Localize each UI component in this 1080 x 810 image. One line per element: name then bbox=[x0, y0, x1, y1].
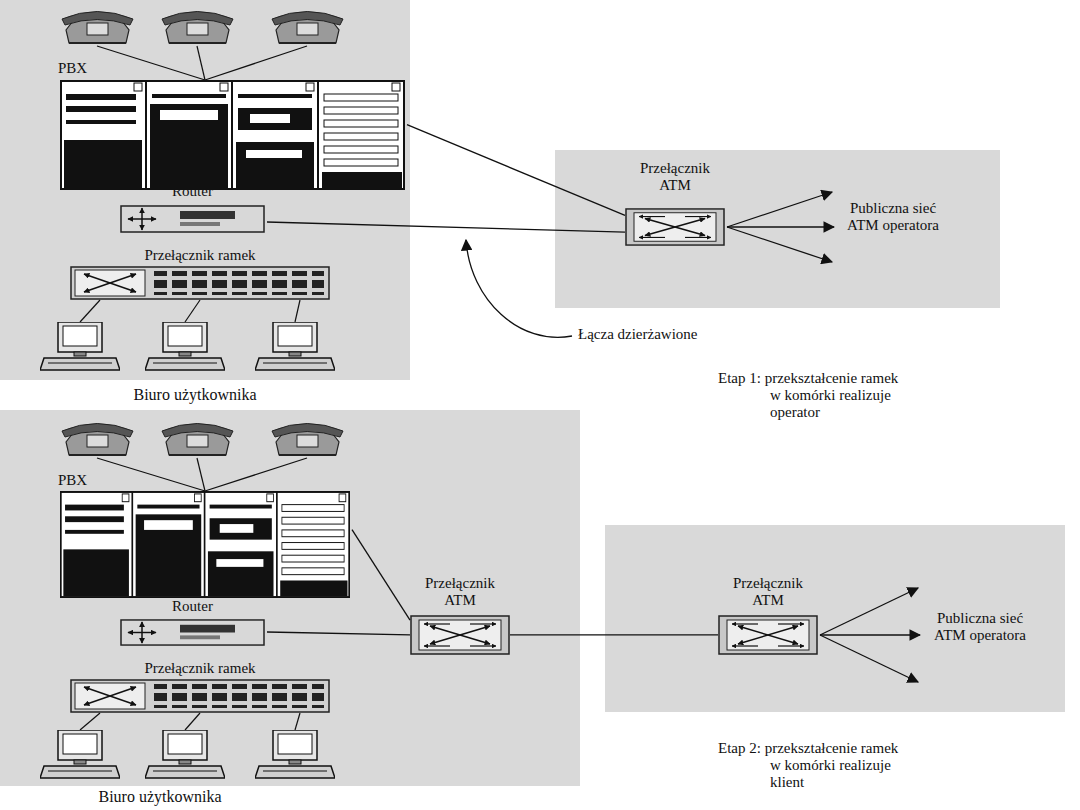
frame-switch-device bbox=[71, 267, 329, 299]
region-label: Publiczna sieć ATM operatora bbox=[930, 610, 1030, 644]
atm-switch-device bbox=[626, 209, 724, 245]
atm-switch-device bbox=[411, 616, 509, 654]
leased-line bbox=[510, 634, 718, 635]
operator-region: Publiczna sieć ATM operatora Przełącznik … bbox=[555, 150, 1000, 308]
region-label: Biuro użytkownika bbox=[85, 386, 305, 404]
network-arrows bbox=[727, 226, 834, 227]
phone-icon bbox=[272, 12, 343, 44]
device-label: Przełącznik ATM bbox=[625, 160, 725, 194]
device-label: Przełącznik ramek bbox=[68, 247, 332, 264]
region-label: Biuro użytkownika bbox=[60, 788, 260, 806]
device-label: PBX bbox=[58, 472, 352, 489]
network-arrows bbox=[820, 634, 920, 635]
phone-icon bbox=[162, 12, 233, 44]
device-label: Przełącznik ATM bbox=[410, 575, 510, 609]
phone-icon bbox=[162, 424, 233, 456]
device-label: Przełącznik ramek bbox=[68, 660, 332, 677]
operator-region: Publiczna sieć ATM operatora Przełącznik … bbox=[605, 525, 1065, 712]
atm-switch-device bbox=[719, 616, 817, 654]
phone-icon bbox=[62, 424, 133, 456]
stage-note: Etap 2: przekształcenie ramek w komórki … bbox=[718, 740, 903, 791]
link-note-slot: Łącza dzierżawione bbox=[578, 326, 748, 343]
device-label: Router bbox=[118, 598, 267, 615]
stage-note: Etap 1: przekształcenie ramek w komórki … bbox=[718, 370, 903, 421]
stage-note-slot: Etap 1: przekształcenie ramek w komórki … bbox=[718, 370, 903, 421]
region-label: Publiczna sieć ATM operatora bbox=[843, 200, 943, 234]
pbx-cabinet bbox=[61, 81, 404, 189]
frame-switch-device bbox=[71, 680, 329, 712]
device-label: Router bbox=[118, 183, 267, 200]
device-label: Przełącznik ATM bbox=[718, 575, 818, 609]
router-device bbox=[121, 206, 264, 232]
router-device bbox=[121, 620, 264, 645]
pbx-cabinet bbox=[61, 492, 349, 597]
phone-icon bbox=[62, 12, 133, 44]
stage-note-slot: Etap 2: przekształcenie ramek w komórki … bbox=[718, 740, 903, 791]
device-label: PBX bbox=[58, 60, 407, 77]
phone-icon bbox=[272, 424, 343, 456]
link-note: Łącza dzierżawione bbox=[578, 326, 748, 343]
